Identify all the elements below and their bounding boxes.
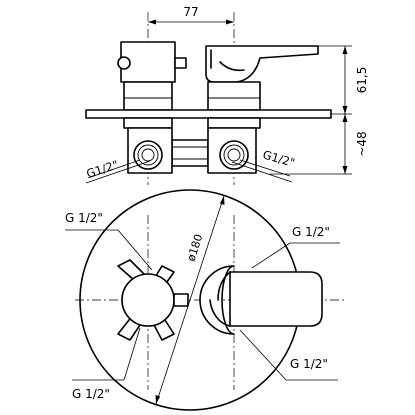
right-lever-handle [205, 45, 319, 111]
left-cross-handle [117, 41, 187, 111]
width-dimension-label: 77 [183, 5, 198, 19]
front-bottom-left-label: G 1/2" [72, 387, 110, 401]
front-bottom-right-label: G 1/2" [290, 357, 328, 371]
cover-plate [85, 109, 332, 119]
front-view: ø180 G 1/2" G 1/2" [65, 189, 345, 411]
front-top-left-callout: G 1/2" [65, 211, 153, 271]
front-cross-handle [117, 259, 189, 341]
front-top-right-callout: G 1/2" [251, 225, 340, 269]
front-bottom-right-callout: G 1/2" [239, 329, 338, 381]
left-inlet-thread [133, 140, 163, 170]
height-dimensions: 61,5 ~48 [270, 45, 369, 175]
front-top-left-label: G 1/2" [65, 211, 103, 225]
front-top-right-label: G 1/2" [292, 225, 330, 239]
front-lever-handle [199, 265, 323, 335]
side-view: 77 [85, 5, 369, 185]
front-bottom-left-callout: G 1/2" [72, 327, 141, 401]
height-upper-label: 61,5 [355, 67, 369, 94]
height-lower-label: ~48 [355, 131, 369, 156]
diameter-label: ø180 [184, 233, 205, 263]
right-inlet-thread [219, 140, 249, 170]
side-right-thread-label: G1/2" [261, 147, 296, 169]
width-dimension: 77 [148, 5, 234, 25]
